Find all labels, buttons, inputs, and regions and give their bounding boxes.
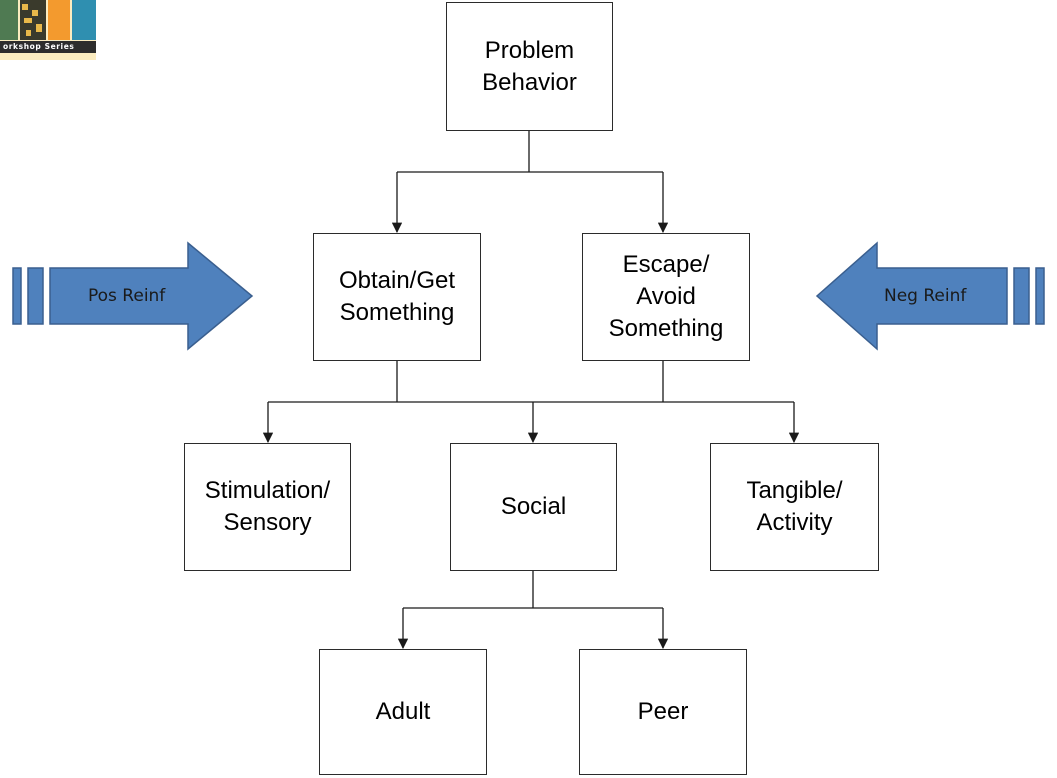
problem-branch-connector	[391, 130, 669, 234]
tangible-activity-box: Tangible/ Activity	[710, 443, 879, 571]
logo-square-pattern	[20, 0, 46, 40]
peer-label: Peer	[637, 698, 689, 725]
function-branch-connector	[262, 360, 800, 444]
escape-avoid-box: Escape/ Avoid Something	[582, 233, 750, 361]
problem-behavior-box: Problem Behavior	[446, 2, 613, 131]
neg-reinf-label: Neg Reinf	[884, 286, 967, 306]
tangible-activity-label: Tangible/ Activity	[746, 477, 843, 536]
obtain-something-box: Obtain/Get Something	[313, 233, 481, 361]
logo-caption: orkshop Series	[3, 42, 75, 51]
escape-avoid-label: Escape/ Avoid Something	[608, 251, 724, 342]
neg-reinf-arrow	[815, 241, 1045, 351]
workshop-logo: orkshop Series	[0, 0, 96, 60]
logo-strip	[0, 41, 96, 53]
obtain-something-label: Obtain/Get Something	[338, 267, 456, 326]
social-branch-connector	[397, 570, 669, 650]
stimulation-sensory-label: Stimulation/ Sensory	[204, 477, 331, 536]
logo-pattern-icon	[22, 4, 42, 36]
social-label: Social	[500, 493, 567, 520]
logo-square-blue	[72, 0, 96, 40]
logo-square-orange	[48, 0, 70, 40]
peer-box: Peer	[579, 649, 747, 775]
social-box: Social	[450, 443, 617, 571]
pos-reinf-label: Pos Reinf	[88, 286, 166, 306]
adult-label: Adult	[375, 698, 431, 725]
logo-square-green	[0, 0, 18, 40]
adult-box: Adult	[319, 649, 487, 775]
pos-reinf-arrow	[12, 241, 254, 351]
problem-behavior-label: Problem Behavior	[482, 36, 577, 96]
stimulation-sensory-box: Stimulation/ Sensory	[184, 443, 351, 571]
